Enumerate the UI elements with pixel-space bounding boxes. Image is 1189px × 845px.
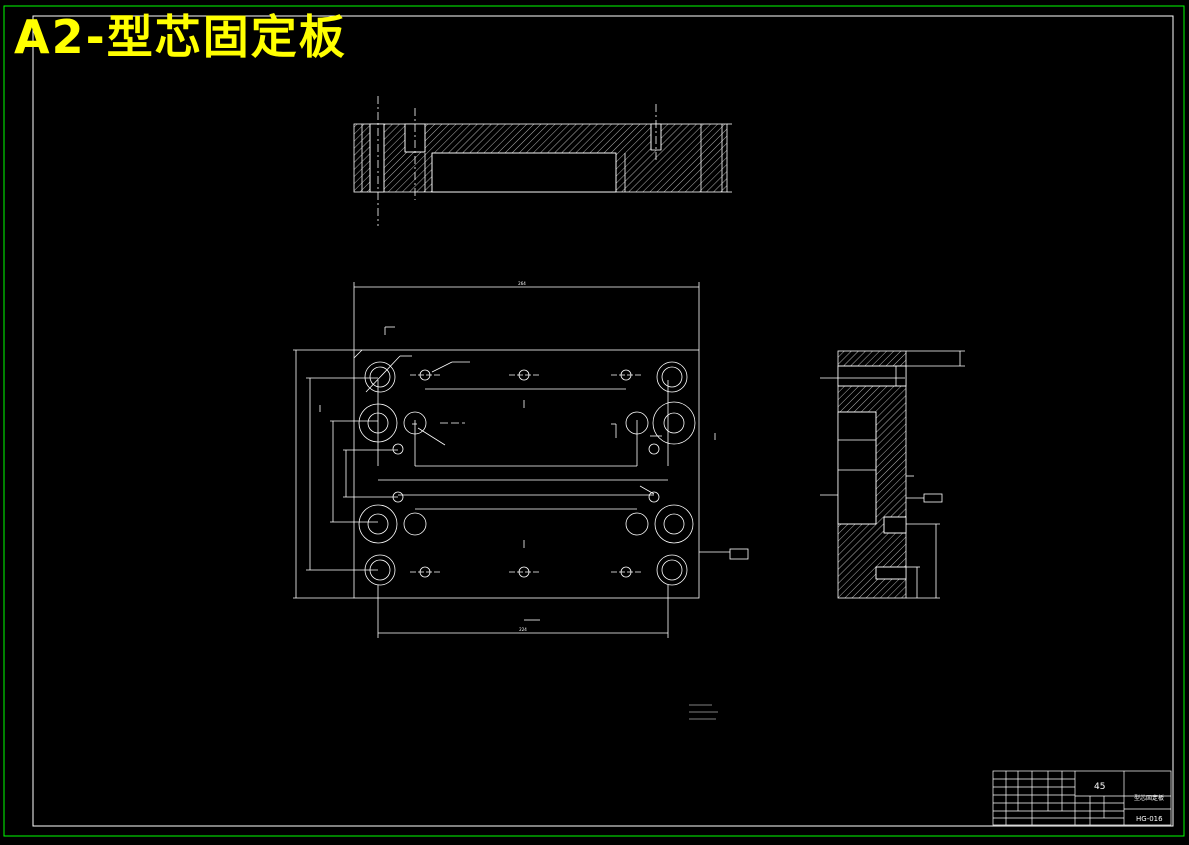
side-section-view: [820, 350, 965, 599]
dim-bottom-width: 224: [519, 627, 527, 632]
title-part-name: 型芯固定板: [1134, 794, 1164, 802]
dim-top-width: 264: [518, 281, 526, 286]
plan-view: [293, 282, 749, 638]
technical-notes: [689, 704, 718, 720]
inner-border: [32, 15, 1174, 827]
section-view-top: [353, 96, 732, 226]
outer-border: [3, 5, 1185, 837]
overlay-title: A2-型芯固定板: [14, 10, 347, 64]
title-drawing-number: HG-016: [1136, 815, 1163, 823]
title-material: 45: [1094, 782, 1105, 792]
title-block: [992, 770, 1172, 826]
